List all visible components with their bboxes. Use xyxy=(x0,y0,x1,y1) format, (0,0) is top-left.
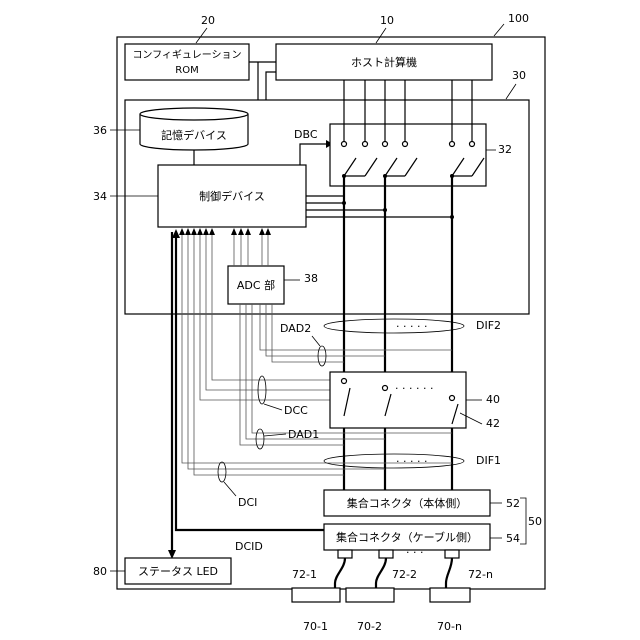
status-led-label: ステータス LED xyxy=(138,565,218,578)
dcid-label: DCID xyxy=(235,540,263,553)
storage-device-label: 記憶デバイス xyxy=(161,128,227,142)
cable-72-n-label: 72-n xyxy=(468,568,493,581)
control-device-label: 制御デバイス xyxy=(199,189,265,203)
device-70-2-label: 70-2 xyxy=(357,620,382,633)
connector-cable-label: 集合コネクタ（ケーブル側） xyxy=(336,530,478,544)
device-70-n xyxy=(430,588,470,602)
ref-50: 50 xyxy=(528,515,542,528)
ref-100: 100 xyxy=(508,12,529,25)
device-70-1 xyxy=(292,588,340,602)
ref-80: 80 xyxy=(93,565,107,578)
ref-20: 20 xyxy=(201,14,215,27)
dots-connector: · · · xyxy=(406,546,423,559)
config-rom-label-2: ROM xyxy=(175,65,198,76)
dots-dif2: · · · · · xyxy=(396,320,427,333)
ref-38: 38 xyxy=(304,272,318,285)
ref-10: 10 xyxy=(380,14,394,27)
cable-72-2-label: 72-2 xyxy=(392,568,417,581)
ref-30: 30 xyxy=(512,69,526,82)
ref-36: 36 xyxy=(93,124,107,137)
dif1-label: DIF1 xyxy=(476,454,501,467)
ref-42: 42 xyxy=(486,417,500,430)
config-rom-label-1: コンフィギュレーション xyxy=(132,49,241,61)
switch-group-32 xyxy=(330,124,486,186)
cable-72-1-label: 72-1 xyxy=(292,568,317,581)
device-70-n-label: 70-n xyxy=(437,620,462,633)
leader-100 xyxy=(494,24,504,36)
dci-label: DCI xyxy=(238,496,257,509)
device-70-1-label: 70-1 xyxy=(303,620,328,633)
dci-arrows xyxy=(179,228,197,235)
dad1-label: DAD1 xyxy=(288,428,319,441)
dcc-label: DCC xyxy=(284,404,308,417)
dif2-label: DIF2 xyxy=(476,319,501,332)
ref-32: 32 xyxy=(498,143,512,156)
connector-main-label: 集合コネクタ（本体側） xyxy=(347,496,468,510)
host-computer-label: ホスト計算機 xyxy=(351,55,417,69)
device-70-2 xyxy=(346,588,394,602)
dad2-label: DAD2 xyxy=(280,322,311,335)
adc-label: ADC 部 xyxy=(237,278,275,292)
dots-dif1: · · · · · xyxy=(396,455,427,468)
dots-switch-40: · · · · · · xyxy=(395,382,433,395)
dbc-label: DBC xyxy=(294,128,318,141)
storage-device-top xyxy=(140,108,248,120)
ref-52: 52 xyxy=(506,497,520,510)
ref-40: 40 xyxy=(486,393,500,406)
ref-54: 54 xyxy=(506,532,520,545)
ref-34: 34 xyxy=(93,190,107,203)
